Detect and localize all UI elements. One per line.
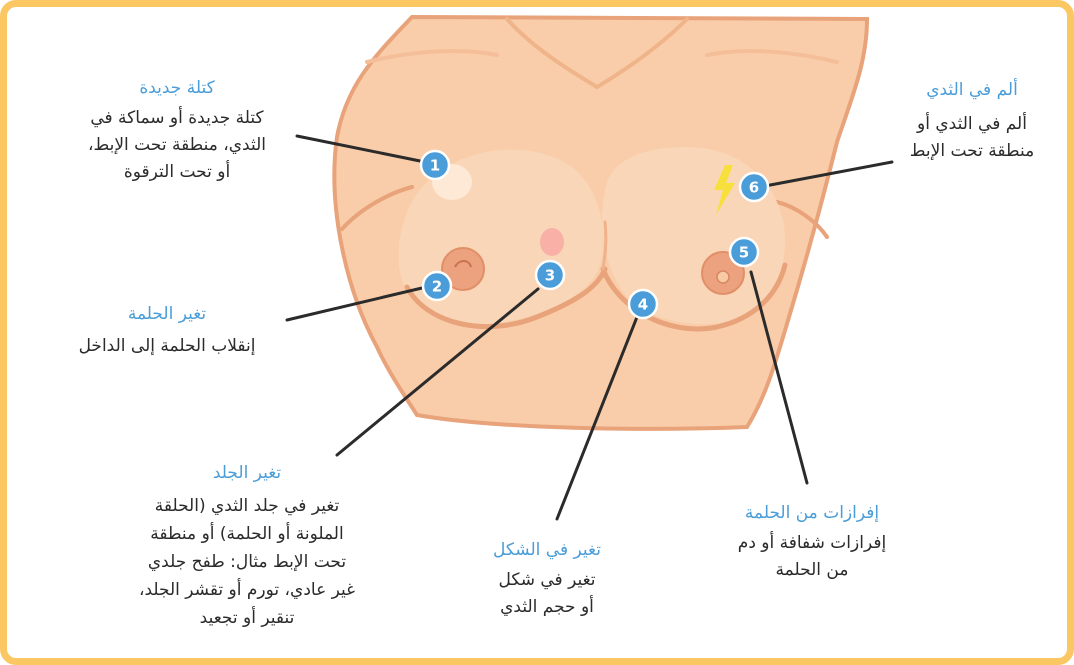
callout-body: إنقلاب الحلمة إلى الداخل bbox=[47, 333, 287, 360]
svg-text:2: 2 bbox=[432, 278, 442, 296]
marker-4: 4 bbox=[629, 290, 657, 318]
callout-body: إفرازات شفافة أو دم من الحلمة bbox=[697, 530, 927, 584]
svg-text:5: 5 bbox=[739, 244, 749, 262]
marker-5: 5 bbox=[730, 238, 758, 266]
svg-text:4: 4 bbox=[638, 296, 648, 314]
callout-breast-pain: ألم في الثدي ألم في الثدي أو منطقة تحت ا… bbox=[892, 79, 1052, 165]
callout-body: تغير في شكل أو حجم الثدي bbox=[457, 567, 637, 621]
callout-nipple-discharge: إفرازات من الحلمة إفرازات شفافة أو دم من… bbox=[697, 502, 927, 584]
skin-redness bbox=[540, 228, 564, 256]
right-nipple bbox=[717, 271, 729, 283]
callout-body: ألم في الثدي أو منطقة تحت الإبط bbox=[892, 111, 1052, 165]
callout-title: إفرازات من الحلمة bbox=[697, 502, 927, 524]
marker-1: 1 bbox=[421, 151, 449, 179]
callout-new-lump: كتلة جديدة كتلة جديدة أو سماكة في الثدي،… bbox=[57, 77, 297, 186]
marker-6: 6 bbox=[740, 173, 768, 201]
callout-body: كتلة جديدة أو سماكة في الثدي، منطقة تحت … bbox=[57, 105, 297, 186]
marker-3: 3 bbox=[536, 261, 564, 289]
callout-nipple-change: تغير الحلمة إنقلاب الحلمة إلى الداخل bbox=[47, 303, 287, 360]
callout-title: ألم في الثدي bbox=[892, 79, 1052, 101]
callout-title: تغير في الشكل bbox=[457, 539, 637, 561]
callout-title: كتلة جديدة bbox=[57, 77, 297, 99]
callout-title: تغير الحلمة bbox=[47, 303, 287, 325]
svg-text:3: 3 bbox=[545, 267, 555, 285]
callout-skin-change: تغير الجلد تغير في جلد الثدي (الحلقة الم… bbox=[117, 462, 377, 632]
svg-text:1: 1 bbox=[430, 157, 440, 175]
marker-2: 2 bbox=[423, 272, 451, 300]
callout-body: تغير في جلد الثدي (الحلقة الملونة أو الح… bbox=[117, 492, 377, 632]
callout-shape-change: تغير في الشكل تغير في شكل أو حجم الثدي bbox=[457, 539, 637, 621]
svg-text:6: 6 bbox=[749, 179, 759, 197]
callout-title: تغير الجلد bbox=[157, 462, 337, 484]
